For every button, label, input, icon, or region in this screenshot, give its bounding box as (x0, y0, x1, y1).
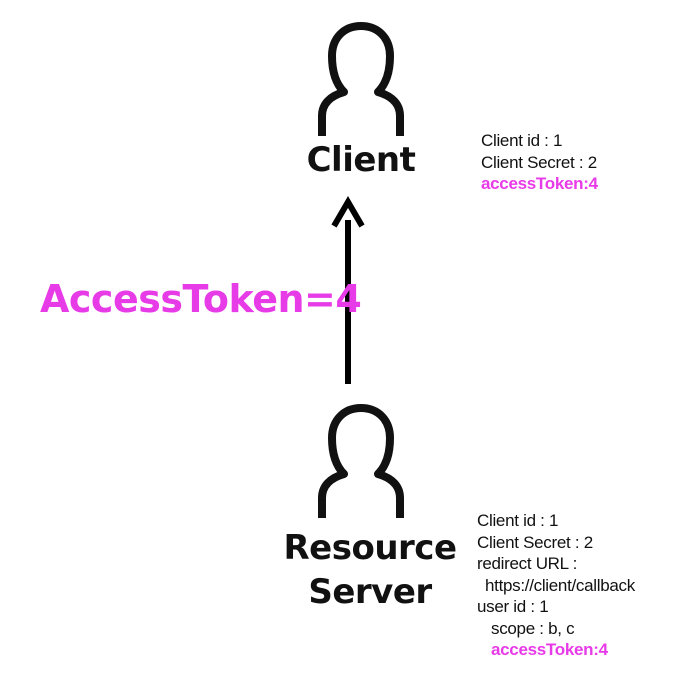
server-info-item: Client Secret : 2 (477, 532, 593, 552)
client-info-item: Client id : 1 (481, 131, 563, 150)
server-info-item: redirect URL : (477, 554, 578, 573)
server-label-line1: Resource (283, 528, 457, 568)
server-info-item: scope : b, c (491, 618, 575, 638)
server-label: Resource Server (280, 526, 460, 614)
server-info-list: Client id : 1 Client Secret : 2 redirect U… (477, 510, 635, 661)
arrow-up-icon (331, 196, 365, 384)
client-info-item: accessToken:4 (481, 174, 598, 193)
flow-label: AccessToken=4 (40, 277, 362, 321)
client-info-item: Client Secret : 2 (481, 152, 597, 172)
client-info-list: Client id : 1 Client Secret : 2 accessToke… (481, 130, 598, 195)
server-info-item: Client id : 1 (477, 511, 559, 530)
client-label: Client (306, 140, 416, 180)
server-info-item: user id : 1 (477, 597, 549, 616)
client-person-icon (318, 22, 404, 136)
server-info-item: accessToken:4 (491, 640, 608, 659)
server-info-item: https://client/callback (485, 575, 635, 595)
server-person-icon (318, 404, 404, 518)
server-label-line2: Server (308, 572, 432, 612)
